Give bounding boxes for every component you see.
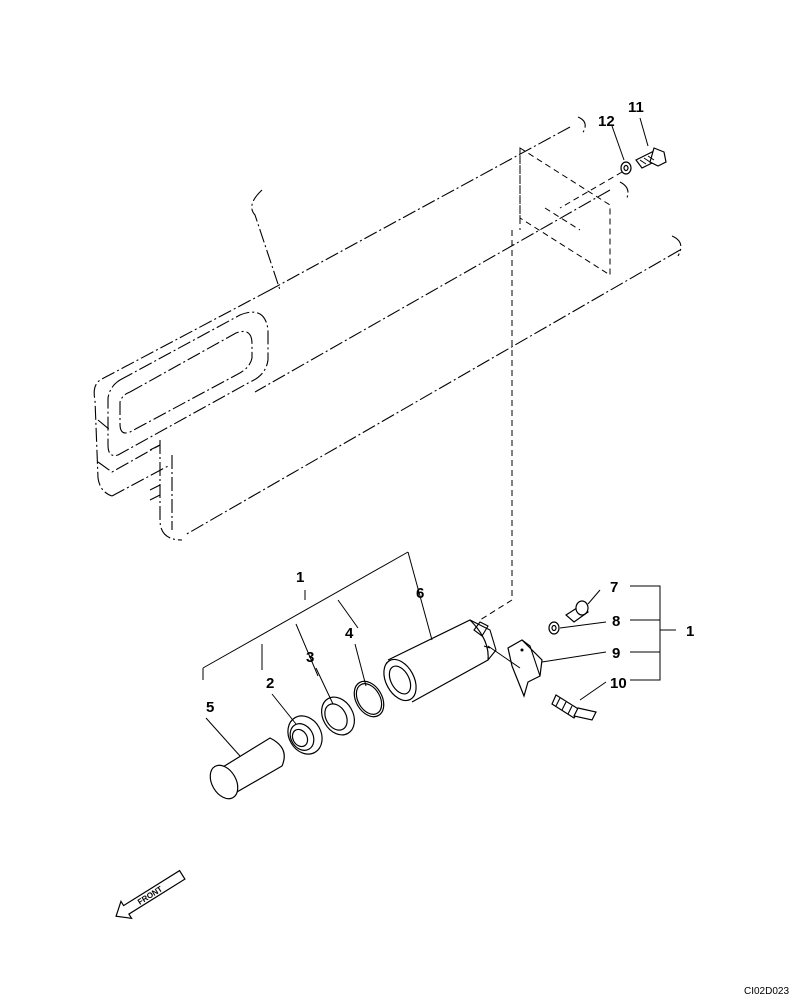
callout-2: 2 — [266, 675, 274, 692]
plate-9 — [507, 639, 543, 698]
front-arrow-label: FRONT — [136, 884, 164, 906]
collar-2 — [287, 715, 323, 755]
callout-3: 3 — [306, 649, 314, 666]
seal-3 — [321, 696, 355, 736]
bushing-5 — [209, 737, 285, 800]
washer-12 — [620, 161, 632, 175]
leader-lines — [202, 551, 676, 757]
callout-1-right: 1 — [686, 623, 694, 640]
callout-11: 11 — [628, 99, 644, 116]
drawing-code: CI02D023 — [744, 986, 789, 997]
o-ring-4 — [353, 680, 385, 718]
callout-8: 8 — [612, 613, 620, 630]
callout-9: 9 — [612, 645, 620, 662]
front-arrow-icon — [115, 869, 186, 920]
callout-4: 4 — [345, 625, 354, 642]
bolt-7 — [565, 600, 590, 623]
callout-5: 5 — [206, 699, 214, 716]
bolt-11 — [635, 147, 667, 169]
pin-6 — [383, 619, 497, 703]
callout-12: 12 — [598, 113, 615, 130]
front-arrow: FRONT — [115, 869, 186, 920]
callout-10: 10 — [610, 675, 627, 692]
boom-frame-outline — [93, 116, 682, 541]
callout-6: 6 — [416, 585, 424, 602]
callout-7: 7 — [610, 579, 618, 596]
callout-1-left: 1 — [296, 569, 304, 586]
pin-mount-line — [479, 230, 513, 621]
washer-8 — [548, 621, 560, 635]
grease-fitting-10 — [551, 694, 597, 721]
